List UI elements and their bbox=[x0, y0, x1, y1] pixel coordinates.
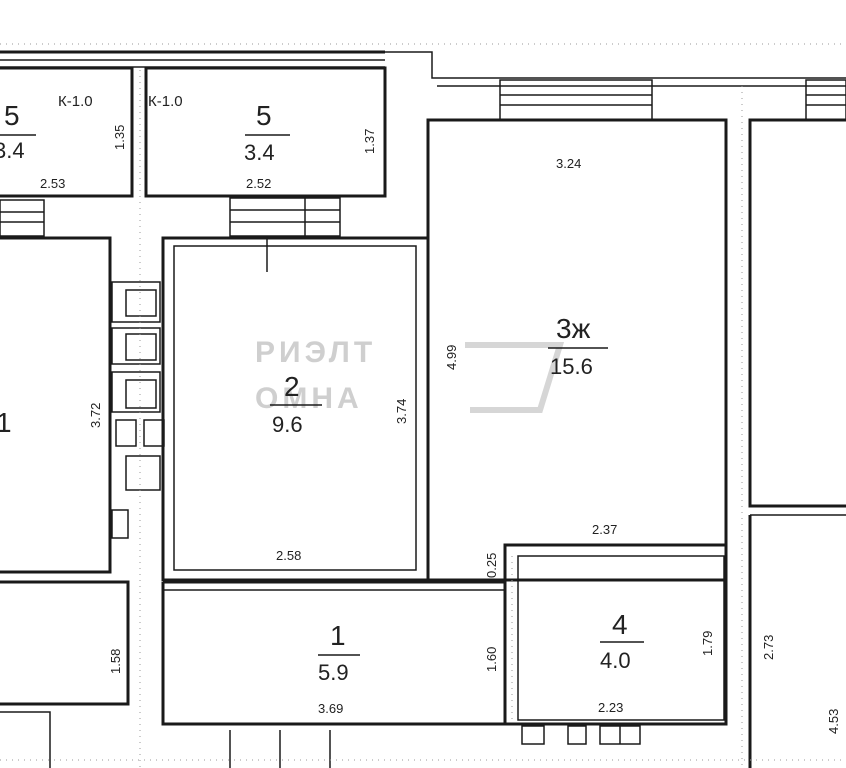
balcony-mid: К-1.0 5 3.4 1.37 2.52 bbox=[144, 66, 387, 198]
room-4-area: 4.0 bbox=[600, 648, 631, 673]
k10-right-label: К-1.0 bbox=[148, 93, 183, 110]
watermark-logo bbox=[465, 342, 565, 413]
dim-1-58: 1.58 bbox=[108, 649, 123, 674]
watermark-line-1: РИЭЛТ bbox=[255, 336, 376, 369]
room-4-number: 4 bbox=[612, 609, 628, 640]
room-2-number: 2 bbox=[284, 371, 300, 402]
watermark: РИЭЛТ ОМНА bbox=[255, 336, 565, 415]
dim-4-99: 4.99 bbox=[444, 345, 459, 370]
dim-3-74: 3.74 bbox=[394, 399, 409, 424]
balcony-mid-number: 5 bbox=[256, 100, 272, 131]
room-1: 1 5.9 3.69 1.60 0.25 bbox=[161, 553, 507, 726]
watermark-line-2: ОМНА bbox=[255, 382, 363, 415]
room-bottom-left-partial: 1.58 bbox=[0, 580, 331, 768]
right-partial-area: 2.73 4.53 bbox=[748, 118, 846, 768]
dim-2-52: 2.52 bbox=[246, 176, 271, 191]
dim-4-53: 4.53 bbox=[826, 709, 841, 734]
dim-2-73: 2.73 bbox=[761, 635, 776, 660]
balcony-windows bbox=[0, 197, 341, 272]
dim-1-79: 1.79 bbox=[700, 631, 715, 656]
balcony-mid-area: 3.4 bbox=[244, 140, 275, 165]
room-2-area: 9.6 bbox=[272, 412, 303, 437]
balcony-left-number: 5 bbox=[4, 100, 20, 131]
dim-3-72: 3.72 bbox=[88, 403, 103, 428]
dotted-guides bbox=[0, 43, 846, 768]
room-4: 4 4.0 1.79 2.23 bbox=[503, 543, 728, 726]
room-1-number: 1 bbox=[330, 620, 346, 651]
ventilation-shafts bbox=[111, 281, 165, 539]
dim-3-24: 3.24 bbox=[556, 156, 581, 171]
balcony-left-area: 3.4 bbox=[0, 138, 25, 163]
dim-2-58: 2.58 bbox=[276, 548, 301, 563]
room-3-area: 15.6 bbox=[550, 354, 593, 379]
dim-0-25: 0.25 bbox=[484, 553, 499, 578]
dim-2-23: 2.23 bbox=[598, 700, 623, 715]
dim-1-37: 1.37 bbox=[362, 129, 377, 154]
room-2: 2 9.6 3.74 2.58 bbox=[161, 236, 430, 582]
dim-3-69: 3.69 bbox=[318, 701, 343, 716]
plumbing-fixtures bbox=[521, 725, 641, 745]
balcony-left: 5 3.4 К-1.0 1.35 2.53 bbox=[0, 66, 134, 198]
room-1-area: 5.9 bbox=[318, 660, 349, 685]
dim-2-53: 2.53 bbox=[40, 176, 65, 191]
room-3: 3.24 4.99 3ж 15.6 2.37 bbox=[426, 118, 728, 582]
k10-left-label: К-1.0 bbox=[58, 93, 93, 110]
dim-1-60: 1.60 bbox=[484, 647, 499, 672]
room-left-partial: 1 3.72 bbox=[0, 236, 112, 574]
dim-2-37: 2.37 bbox=[592, 522, 617, 537]
dim-1-35: 1.35 bbox=[112, 125, 127, 150]
room-3-number: 3ж bbox=[556, 313, 591, 344]
room-left-partial-number: 1 bbox=[0, 407, 12, 438]
